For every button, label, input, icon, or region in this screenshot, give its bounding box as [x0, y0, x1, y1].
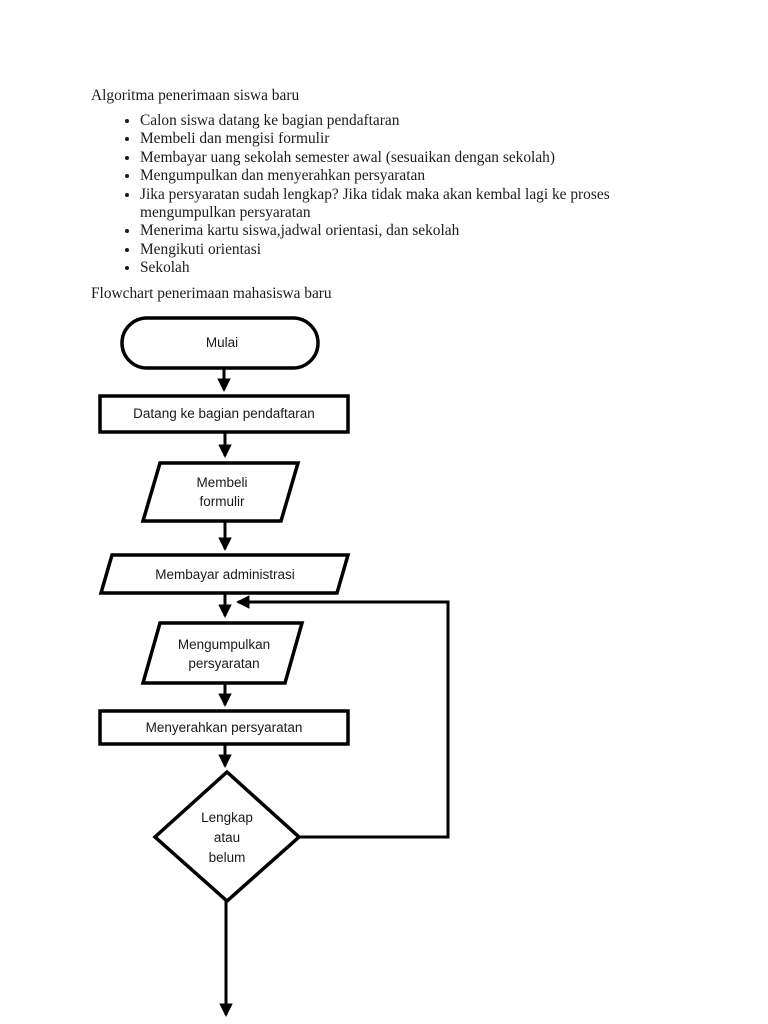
algorithm-steps-list: Calon siswa datang ke bagian pendaftaran…	[92, 112, 640, 278]
algorithm-step: Sekolah	[140, 259, 640, 277]
flowchart-node-start: Mulai	[120, 316, 320, 370]
process-shape	[98, 394, 350, 434]
algorithm-step: Menerima kartu siswa,jadwal orientasi, d…	[140, 222, 640, 240]
algorithm-step: Calon siswa datang ke bagian pendaftaran	[140, 112, 640, 130]
flowchart-node-submit-requirements: Menyerahkan persyaratan	[98, 709, 350, 746]
node-label: Menyerahkan persyaratan	[146, 720, 303, 735]
flowchart-node-buy-form: Membeli formulir	[140, 461, 301, 523]
process-shape	[98, 709, 350, 746]
io-parallelogram-shape	[140, 461, 301, 523]
node-label-line1: Mengumpulkan	[178, 637, 270, 652]
node-label-line2: formulir	[199, 494, 245, 509]
node-label: Mulai	[206, 335, 238, 350]
algorithm-title: Algoritma penerimaan siswa baru	[91, 87, 300, 104]
flowchart-node-collect-requirements: Mengumpulkan persyaratan	[140, 621, 305, 685]
arrow-decision-feedback-loop	[235, 595, 450, 839]
algorithm-step: Membeli dan mengisi formulir	[140, 130, 640, 148]
node-label: Membayar administrasi	[155, 567, 295, 582]
flowchart-connectors	[217, 368, 450, 1018]
flowchart-node-registration: Datang ke bagian pendaftaran	[98, 394, 350, 434]
node-label: Datang ke bagian pendaftaran	[133, 406, 315, 421]
terminator-shape	[120, 316, 320, 370]
algorithm-step: Mengikuti orientasi	[140, 241, 640, 259]
algorithm-step: Mengumpulkan dan menyerahkan persyaratan	[140, 167, 640, 185]
io-parallelogram-shape	[98, 553, 351, 595]
algorithm-step: Membayar uang sekolah semester awal (ses…	[140, 149, 640, 167]
flowchart-node-pay-admin: Membayar administrasi	[98, 553, 351, 595]
node-label-line2: atau	[214, 830, 240, 845]
node-label-line2: persyaratan	[188, 656, 259, 671]
algorithm-step: Jika persyaratan sudah lengkap? Jika tid…	[140, 186, 640, 223]
io-parallelogram-shape	[140, 621, 305, 685]
node-label-line1: Lengkap	[201, 810, 253, 825]
flowchart-heading: Flowchart penerimaan mahasiswa baru	[91, 285, 332, 302]
node-label-line3: belum	[209, 850, 246, 865]
flowchart-node-complete-check: Lengkap atau belum	[152, 769, 302, 904]
decision-diamond-shape	[152, 769, 302, 904]
node-label-line1: Membeli	[196, 475, 247, 490]
